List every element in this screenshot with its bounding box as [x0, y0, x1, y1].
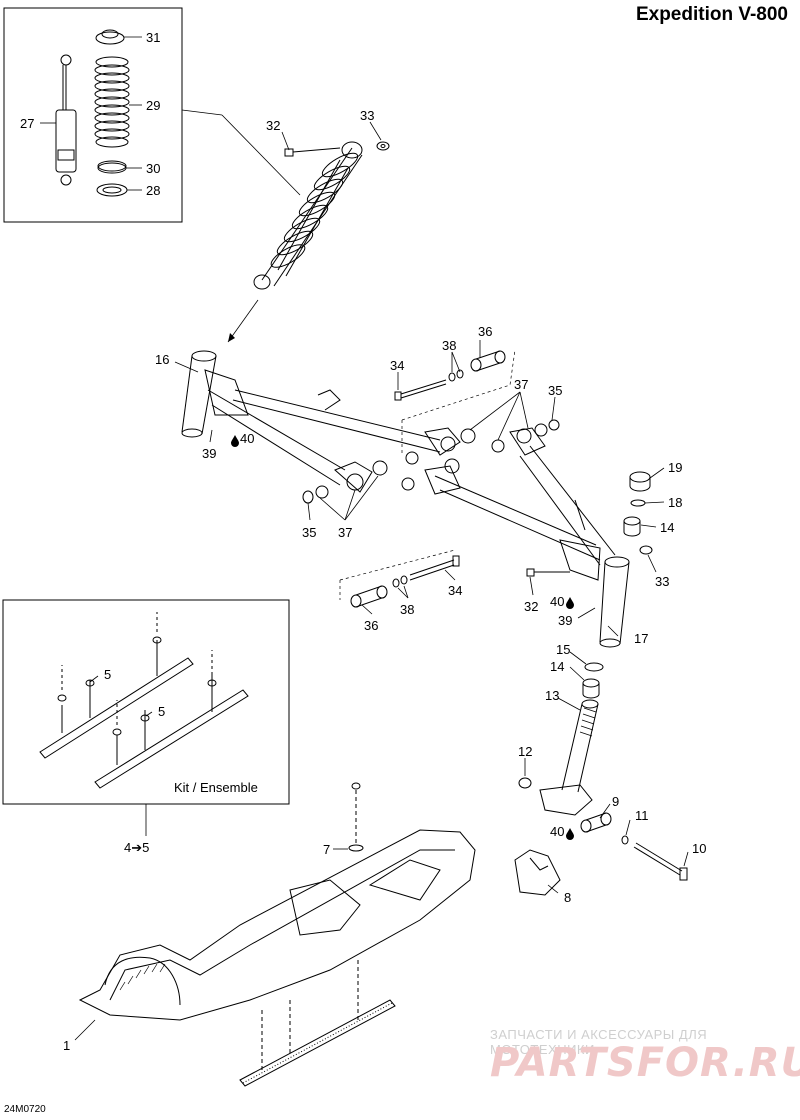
- callout-34-top: 34: [390, 358, 404, 373]
- kit-label: Kit / Ensemble: [174, 780, 258, 795]
- callout-39-right: 39: [558, 613, 572, 628]
- callout-27: 27: [20, 116, 34, 131]
- washers-38-top: [448, 369, 464, 382]
- nut-12: [518, 777, 532, 789]
- callout-12: 12: [518, 744, 532, 759]
- washer-11: [621, 835, 629, 845]
- callout-1: 1: [63, 1038, 70, 1053]
- drawing-code: 24M0720: [4, 1104, 46, 1115]
- kit-box: [2, 599, 290, 805]
- bushings-37-right: [405, 419, 560, 474]
- bolt-10: [633, 842, 688, 881]
- callout-leaders: [74, 121, 689, 1041]
- sleeve-9: [580, 812, 612, 833]
- retainer-31: [95, 29, 125, 45]
- callout-5-bottom: 5: [158, 704, 165, 719]
- callout-39-left: 39: [202, 446, 216, 461]
- washers-38-bottom: [392, 575, 408, 588]
- bolt-32-top: [284, 147, 341, 157]
- callout-30: 30: [146, 161, 160, 176]
- callout-17: 17: [634, 631, 648, 646]
- callout-5-top: 5: [104, 667, 111, 682]
- oil-drop-icon: [566, 597, 574, 609]
- ski-runner: [239, 790, 396, 1087]
- callout-37-left: 37: [338, 525, 352, 540]
- callout-34-bottom: 34: [448, 583, 462, 598]
- diagram-title: Expedition V-800: [635, 4, 788, 25]
- bolt-34-bottom: [409, 555, 460, 581]
- callout-19: 19: [668, 460, 682, 475]
- callout-11: 11: [635, 808, 649, 823]
- block-8: [514, 849, 561, 896]
- callout-35-right: 35: [548, 383, 562, 398]
- shock-assembly: [253, 141, 363, 290]
- callout-31: 31: [146, 30, 160, 45]
- leader-shock-to-arm: [227, 299, 259, 343]
- callout-36-top: 36: [478, 324, 492, 339]
- spindle-13: [539, 699, 599, 816]
- ski-1: [78, 829, 476, 1021]
- callout-32-bottom: 32: [524, 599, 538, 614]
- callout-14-bottom: 14: [550, 659, 564, 674]
- cap-19: [629, 471, 651, 492]
- nut-33-top: [376, 141, 390, 151]
- callout-8: 8: [564, 890, 571, 905]
- bolt-32-bottom: [526, 568, 570, 577]
- kit-runners: [39, 612, 249, 789]
- callout-15: 15: [556, 642, 570, 657]
- oil-drop-icon: [231, 435, 239, 447]
- watermark-caption: ЗАПЧАСТИ И АКСЕССУАРЫ ДЛЯ МОТОТЕХНИКИ: [490, 1027, 708, 1057]
- kit-reference: 4➔5: [124, 840, 149, 855]
- washer-7: [348, 844, 364, 852]
- callout-28: 28: [146, 183, 160, 198]
- spring-29: [94, 56, 130, 148]
- bushings-37-left: [302, 460, 415, 504]
- nut-33-right: [639, 545, 653, 555]
- callout-32-top: 32: [266, 118, 280, 133]
- watermark-logo: PARTSFOR.RU: [490, 1040, 800, 1086]
- bushing-14-bottom: [582, 678, 600, 699]
- callout-40-bottom: 40: [550, 824, 564, 839]
- oil-drop-icon: [566, 828, 574, 840]
- callout-35-left: 35: [302, 525, 316, 540]
- inset-leaders: [40, 36, 142, 191]
- callout-18: 18: [668, 495, 682, 510]
- sleeve-36-bottom: [350, 585, 388, 608]
- callout-37-right: 37: [514, 377, 528, 392]
- ring-15: [584, 662, 604, 672]
- callout-16: 16: [155, 352, 169, 367]
- washer-28: [96, 183, 128, 197]
- callout-29: 29: [146, 98, 160, 113]
- callout-33-right: 33: [655, 574, 669, 589]
- shock-inset-box: [3, 7, 183, 223]
- shock-body-27: [55, 54, 77, 186]
- dashed-guides: [339, 349, 516, 600]
- leader-shock-inset: [181, 109, 223, 116]
- callout-40-left: 40: [240, 431, 254, 446]
- callout-9: 9: [612, 794, 619, 809]
- bushing-14-top: [623, 516, 641, 537]
- callout-36-bottom: 36: [364, 618, 378, 633]
- callout-38-top: 38: [442, 338, 456, 353]
- sleeve-36-top: [470, 350, 506, 372]
- callout-14-top: 14: [660, 520, 674, 535]
- callout-10: 10: [692, 841, 706, 856]
- callout-40-mid: 40: [550, 594, 564, 609]
- nut-7-top: [351, 782, 361, 790]
- callout-7: 7: [323, 842, 330, 857]
- washer-18: [630, 499, 646, 507]
- a-arm-16: [181, 350, 461, 493]
- callout-13: 13: [545, 688, 559, 703]
- callout-38-bottom: 38: [400, 602, 414, 617]
- bolt-34-top: [394, 379, 447, 401]
- callout-33-top: 33: [360, 108, 374, 123]
- ring-30: [97, 160, 127, 174]
- a-arm-17: [424, 427, 630, 648]
